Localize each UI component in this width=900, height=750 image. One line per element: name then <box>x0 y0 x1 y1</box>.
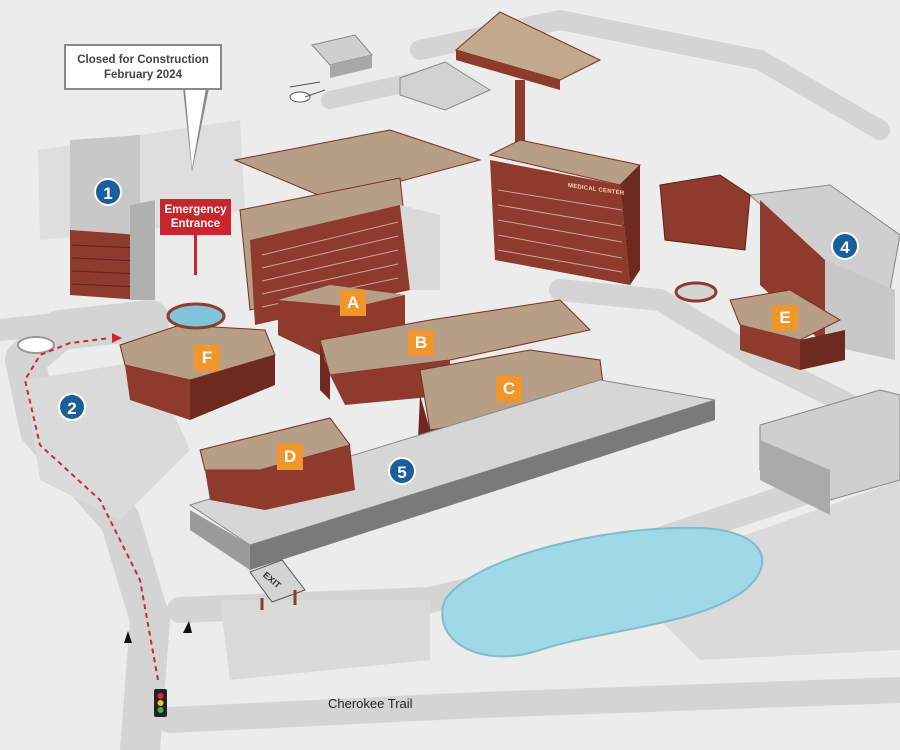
building-marker-c[interactable]: C <box>496 376 522 402</box>
parking-marker-5[interactable]: 5 <box>388 457 416 485</box>
road-marker-left-icon <box>124 631 132 643</box>
fountain-left <box>166 302 226 330</box>
building-marker-b[interactable]: B <box>408 330 434 356</box>
construction-callout: Closed for Construction February 2024 <box>64 44 222 90</box>
parking-marker-4[interactable]: 4 <box>831 232 859 260</box>
callout-line-1: Closed for Construction <box>77 54 209 66</box>
building-marker-d[interactable]: D <box>277 444 303 470</box>
gray-buildings-top <box>311 34 492 111</box>
parking-marker-2[interactable]: 2 <box>58 393 86 421</box>
emergency-sign-line-1: Emergency <box>164 204 227 216</box>
garage-5 <box>188 379 716 570</box>
traffic-light-icon <box>154 689 167 717</box>
exit-booth-shape <box>249 559 306 610</box>
emergency-sign-pole <box>194 235 197 275</box>
building-marker-e[interactable]: E <box>772 305 798 331</box>
emergency-sign-line-2: Entrance <box>170 218 221 230</box>
fountain-right <box>674 281 718 303</box>
roundabout <box>17 336 55 354</box>
road-marker-right-icon <box>183 621 192 633</box>
building-marker-f[interactable]: F <box>194 345 220 371</box>
building-marker-a[interactable]: A <box>340 290 366 316</box>
callout-pointer-fill <box>185 88 206 168</box>
parking-marker-1[interactable]: 1 <box>94 178 122 206</box>
garage-right <box>759 389 900 515</box>
emergency-entrance-sign[interactable]: Emergency Entrance <box>160 199 231 235</box>
helicopter-icon <box>289 81 326 103</box>
pond <box>441 526 764 658</box>
route-arrow <box>112 333 122 343</box>
building-d-shape <box>199 417 355 510</box>
road-label-cherokee-trail: Cherokee Trail <box>328 696 413 711</box>
callout-line-2: February 2024 <box>104 69 182 81</box>
top-brick-buildings <box>454 11 602 150</box>
